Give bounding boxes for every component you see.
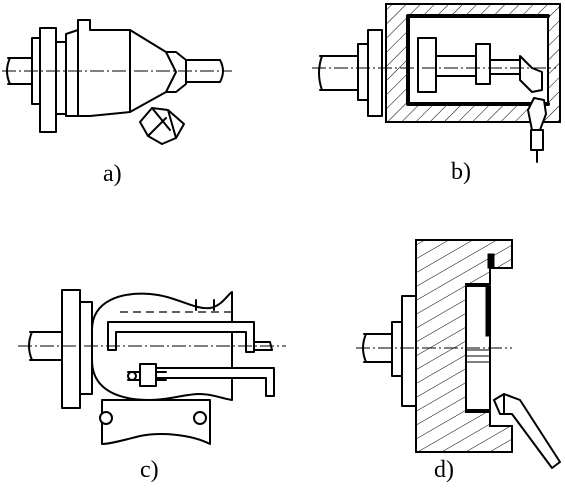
flange-d-disc bbox=[391, 321, 403, 377]
caption-b: b) bbox=[451, 159, 471, 185]
flange-b-disc bbox=[357, 43, 369, 101]
faceplate-d bbox=[415, 239, 513, 453]
flange-a-hub bbox=[55, 41, 67, 115]
fixture-c-base bbox=[101, 399, 211, 445]
caption-a: a) bbox=[103, 161, 122, 187]
tool-d bbox=[493, 393, 561, 469]
flange-a-disc bbox=[39, 27, 57, 133]
tool-a-facets bbox=[147, 107, 177, 139]
work-d-edge bbox=[485, 285, 491, 337]
work-b-block bbox=[417, 37, 437, 93]
spindle-b-break bbox=[318, 55, 323, 91]
work-d-lines bbox=[466, 349, 490, 363]
clamp-d-top bbox=[487, 253, 495, 269]
tool-b-tip bbox=[527, 97, 547, 131]
spindle-d bbox=[363, 333, 393, 363]
work-b-shaft bbox=[435, 55, 477, 77]
spindle-a bbox=[7, 57, 33, 85]
bolt-c-right bbox=[193, 411, 207, 425]
work-a-shaft bbox=[185, 59, 221, 83]
nut-c bbox=[127, 371, 137, 381]
view-a bbox=[2, 19, 232, 145]
view-c bbox=[18, 289, 286, 445]
fixture-c-ribs bbox=[195, 299, 215, 311]
work-b-rod bbox=[489, 59, 521, 75]
view-b bbox=[312, 3, 561, 163]
spindle-b bbox=[319, 55, 359, 91]
work-b-cone bbox=[519, 55, 543, 93]
caption-d: d) bbox=[434, 457, 454, 483]
flange-d-plate bbox=[401, 295, 417, 407]
liner-b bbox=[406, 14, 550, 106]
flange-c-hub bbox=[79, 301, 93, 395]
tool-a bbox=[139, 107, 185, 145]
caption-c: c) bbox=[140, 457, 159, 483]
flange-b-plate bbox=[367, 29, 383, 117]
work-b-collar bbox=[475, 43, 491, 85]
fixture-a-nose bbox=[165, 51, 187, 93]
fixture-a-body bbox=[65, 19, 177, 117]
tool-b-shank bbox=[530, 129, 544, 151]
screw-c bbox=[139, 363, 157, 387]
spindle-c bbox=[29, 331, 63, 361]
arm-c-top bbox=[107, 321, 255, 353]
bolt-c-left bbox=[99, 411, 113, 425]
flange-c-disc bbox=[61, 289, 81, 409]
view-d bbox=[356, 239, 561, 469]
